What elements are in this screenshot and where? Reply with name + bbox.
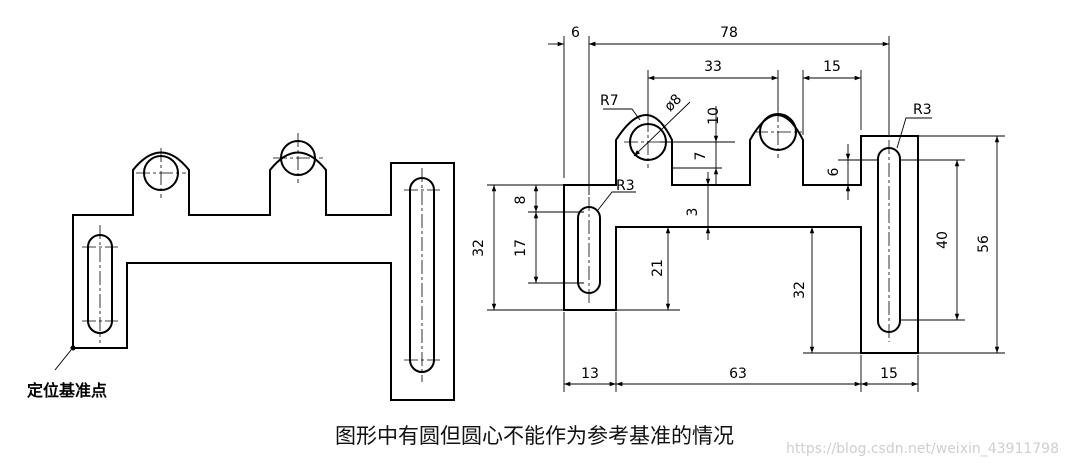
dim-33: 33 bbox=[704, 59, 722, 75]
right-centerlines bbox=[588, 108, 890, 342]
dim-63: 63 bbox=[729, 366, 747, 382]
dim-8: 8 bbox=[513, 196, 529, 205]
dim-17: 17 bbox=[513, 239, 529, 257]
dim-40: 40 bbox=[935, 231, 951, 249]
origin-label: 定位基准点 bbox=[26, 381, 107, 400]
dim-56: 56 bbox=[976, 235, 992, 253]
dim-6: 6 bbox=[571, 25, 580, 41]
dim-r3-left: R3 bbox=[616, 178, 635, 194]
dim-r7: R7 bbox=[600, 93, 619, 109]
dim-32-left: 32 bbox=[471, 239, 487, 257]
right-dimension-labels: 6 78 33 15 R7 ø8 10 7 6 R3 R3 8 3 32 17 … bbox=[471, 25, 992, 382]
dim-dia8: ø8 bbox=[662, 91, 686, 115]
dim-15-top: 15 bbox=[823, 59, 841, 75]
left-centerlines bbox=[82, 133, 440, 382]
figure-caption: 图形中有圆但圆心不能作为参考基准的情况 bbox=[335, 424, 734, 448]
dim-r3-top: R3 bbox=[913, 102, 932, 118]
left-part-drawing bbox=[54, 133, 455, 401]
left-part-outline bbox=[72, 151, 455, 401]
dim-10: 10 bbox=[706, 107, 722, 125]
dim-7: 7 bbox=[693, 152, 709, 161]
dim-21: 21 bbox=[650, 259, 666, 277]
origin-leader bbox=[54, 349, 72, 371]
origin-point bbox=[70, 345, 76, 351]
dim-15-bottom: 15 bbox=[880, 366, 898, 382]
right-dimension-lines bbox=[487, 36, 1005, 392]
dim-78: 78 bbox=[720, 25, 738, 41]
right-part-outline bbox=[563, 114, 919, 354]
dim-3: 3 bbox=[685, 208, 701, 217]
right-part-drawing bbox=[563, 108, 919, 354]
dim-13: 13 bbox=[581, 366, 599, 382]
dim-6-right: 6 bbox=[826, 167, 842, 176]
dim-32-mid: 32 bbox=[792, 281, 808, 299]
watermark: https://blog.csdn.net/weixin_43911798 bbox=[785, 441, 1059, 457]
